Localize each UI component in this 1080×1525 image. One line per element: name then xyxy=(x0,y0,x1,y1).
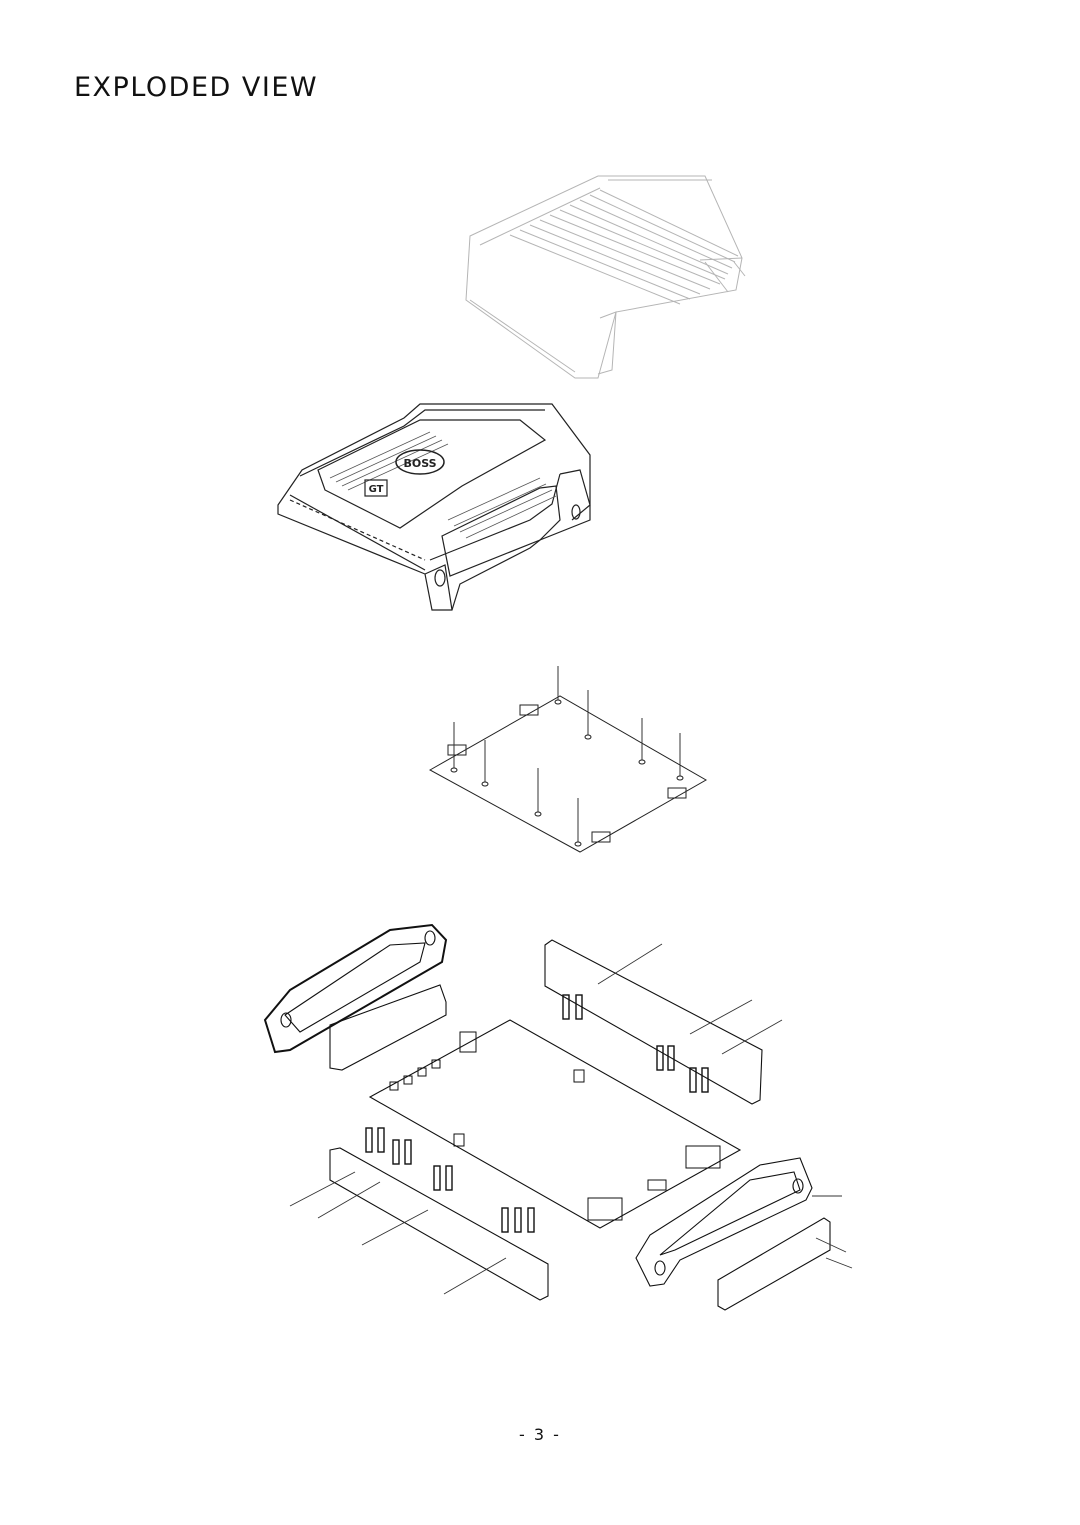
assembled-amplifier-drawing: BOSS GT xyxy=(277,403,591,611)
pcb-screw-assembly-drawing xyxy=(428,666,708,853)
chassis-exploded-assembly-drawing xyxy=(263,923,853,1311)
brand-badge xyxy=(395,449,445,475)
heatsink-cover-drawing xyxy=(465,175,746,379)
page-number: - 3 - xyxy=(519,1425,561,1444)
model-badge-text: GT xyxy=(369,484,384,495)
brand-badge-text: BOSS xyxy=(403,457,436,470)
page-title: EXPLODED VIEW xyxy=(74,72,319,103)
model-badge xyxy=(364,479,388,497)
